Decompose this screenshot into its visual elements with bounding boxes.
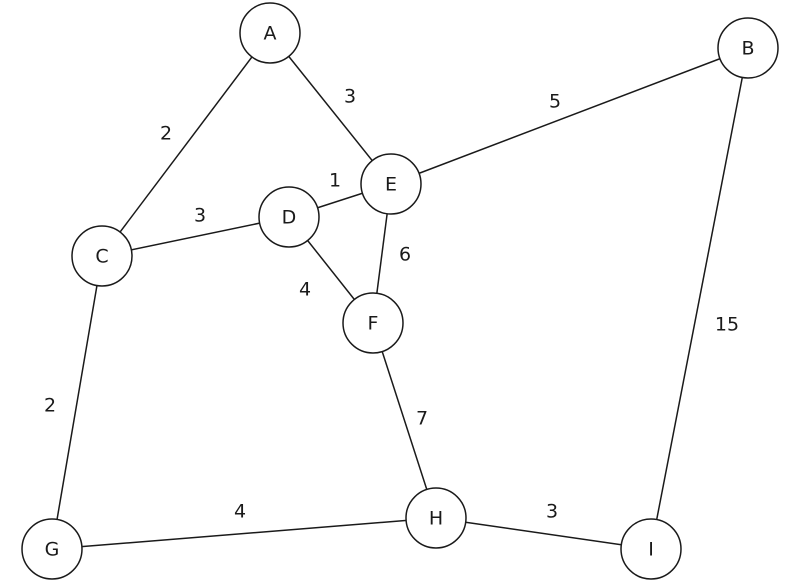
node-b: B: [717, 17, 779, 79]
node-e: E: [360, 153, 422, 215]
node-c: C: [71, 225, 133, 287]
node-circle: [342, 292, 404, 354]
edge-a-c: [101, 32, 271, 257]
node-label: C: [95, 246, 108, 268]
node-label: H: [429, 508, 443, 530]
edge-h-i: [435, 517, 652, 550]
node-circle: [360, 153, 422, 215]
node-g: G: [21, 518, 83, 580]
edge-weight-h-i: 3: [546, 501, 558, 523]
node-label: B: [741, 38, 754, 60]
edge-weight-c-d: 3: [194, 205, 206, 227]
nodes: A B C D E F G H I: [21, 2, 779, 580]
edge-weight-c-g: 2: [44, 395, 56, 417]
edge-weight-b-i: 15: [715, 314, 739, 336]
node-circle: [405, 487, 467, 549]
node-label: F: [368, 313, 379, 335]
node-label: G: [45, 539, 60, 561]
edge-b-i: [650, 47, 749, 550]
edge-f-h: [372, 322, 437, 519]
node-circle: [258, 186, 320, 248]
node-d: D: [258, 186, 320, 248]
edge-weight-d-f: 4: [299, 279, 311, 301]
node-f: F: [342, 292, 404, 354]
node-label: D: [282, 207, 297, 229]
edge-weights: 2 3 5 1 3 6 4 2 7 4 3 15: [44, 86, 739, 523]
node-circle: [21, 518, 83, 580]
edge-weight-g-h: 4: [234, 501, 246, 523]
edge-weight-a-e: 3: [344, 86, 356, 108]
node-circle: [717, 17, 779, 79]
node-h: H: [405, 487, 467, 549]
node-label: I: [648, 539, 654, 561]
edge-c-g: [51, 255, 103, 550]
edges: [51, 32, 749, 550]
node-label: A: [264, 23, 277, 45]
node-a: A: [239, 2, 301, 64]
edge-weight-e-f: 6: [399, 244, 411, 266]
edge-g-h: [51, 517, 437, 550]
node-i: I: [620, 518, 682, 580]
node-circle: [620, 518, 682, 580]
node-label: E: [385, 174, 397, 196]
node-circle: [71, 225, 133, 287]
edge-weight-d-e: 1: [329, 170, 341, 192]
edge-weight-f-h: 7: [416, 408, 428, 430]
edge-e-b: [390, 47, 749, 185]
edge-weight-e-b: 5: [549, 91, 561, 113]
edge-c-d: [101, 216, 290, 257]
node-circle: [239, 2, 301, 64]
edge-a-e: [269, 32, 392, 185]
edge-weight-a-c: 2: [160, 123, 172, 145]
